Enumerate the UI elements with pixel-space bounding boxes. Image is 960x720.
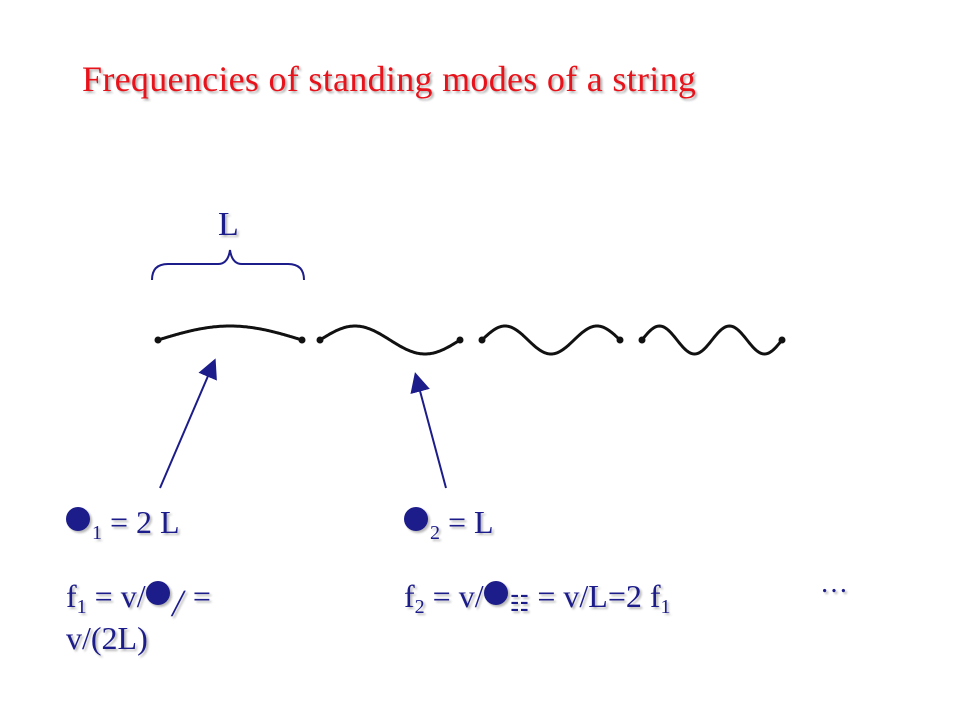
arrow-to-mode-2 xyxy=(410,372,447,489)
mode4-endpoint-left xyxy=(638,336,646,344)
ellipsis: … xyxy=(820,568,848,599)
f1-equation-line2: v/(2L) xyxy=(66,620,148,656)
mode2-endpoint-left xyxy=(316,336,324,344)
lambda-symbol-icon xyxy=(66,507,90,531)
f2-prefix: f xyxy=(404,578,415,614)
lambda-2-equation: 2 = L xyxy=(404,504,494,545)
f2-subscript: 2 xyxy=(414,596,425,618)
f1-mid: = v/ xyxy=(94,578,146,614)
f2-mid: = v/ xyxy=(432,578,484,614)
mode-2-wave xyxy=(319,324,461,356)
lambda-2-subscript: 2 xyxy=(430,522,440,544)
mode-3-wave xyxy=(480,324,622,356)
lambda-symbol-icon xyxy=(483,581,508,605)
f1-prefix: f xyxy=(66,578,77,614)
f2-glyph: ☷ xyxy=(509,591,530,616)
lambda-symbol-icon xyxy=(404,507,428,531)
mode-4-wave xyxy=(640,324,784,356)
page-title: Frequencies of standing modes of a strin… xyxy=(82,59,697,99)
length-label: L xyxy=(218,206,239,243)
f2-rhs: = v/L=2 f xyxy=(537,578,661,614)
mode-1-wave xyxy=(157,324,303,342)
lambda-2-rhs: = L xyxy=(448,504,494,540)
f2-rhs-subscript: 1 xyxy=(660,596,671,618)
mode1-endpoint-right xyxy=(298,336,306,344)
mode3-endpoint-right xyxy=(616,336,624,344)
f2-equation: f2 = v/ ☷ = v/L=2 f1 xyxy=(404,578,671,619)
string-endpoints xyxy=(154,336,786,344)
mode3-endpoint-left xyxy=(478,336,486,344)
lambda-symbol-icon xyxy=(145,581,170,605)
f1-glyph: ╱ xyxy=(171,591,185,616)
lambda-1-equation: 1 = 2 L xyxy=(66,504,180,545)
f1-subscript: 1 xyxy=(76,596,87,618)
mode2-endpoint-right xyxy=(456,336,464,344)
f1-equation: f1 = v/ ╱ = xyxy=(66,578,211,619)
mode4-endpoint-right xyxy=(778,336,786,344)
lambda-1-rhs: = 2 L xyxy=(110,504,180,540)
mode1-endpoint-left xyxy=(154,336,162,344)
f1-rhs: = xyxy=(192,578,211,614)
length-brace xyxy=(151,249,305,281)
lambda-1-subscript: 1 xyxy=(92,522,102,544)
arrow-to-mode-1 xyxy=(159,358,217,489)
